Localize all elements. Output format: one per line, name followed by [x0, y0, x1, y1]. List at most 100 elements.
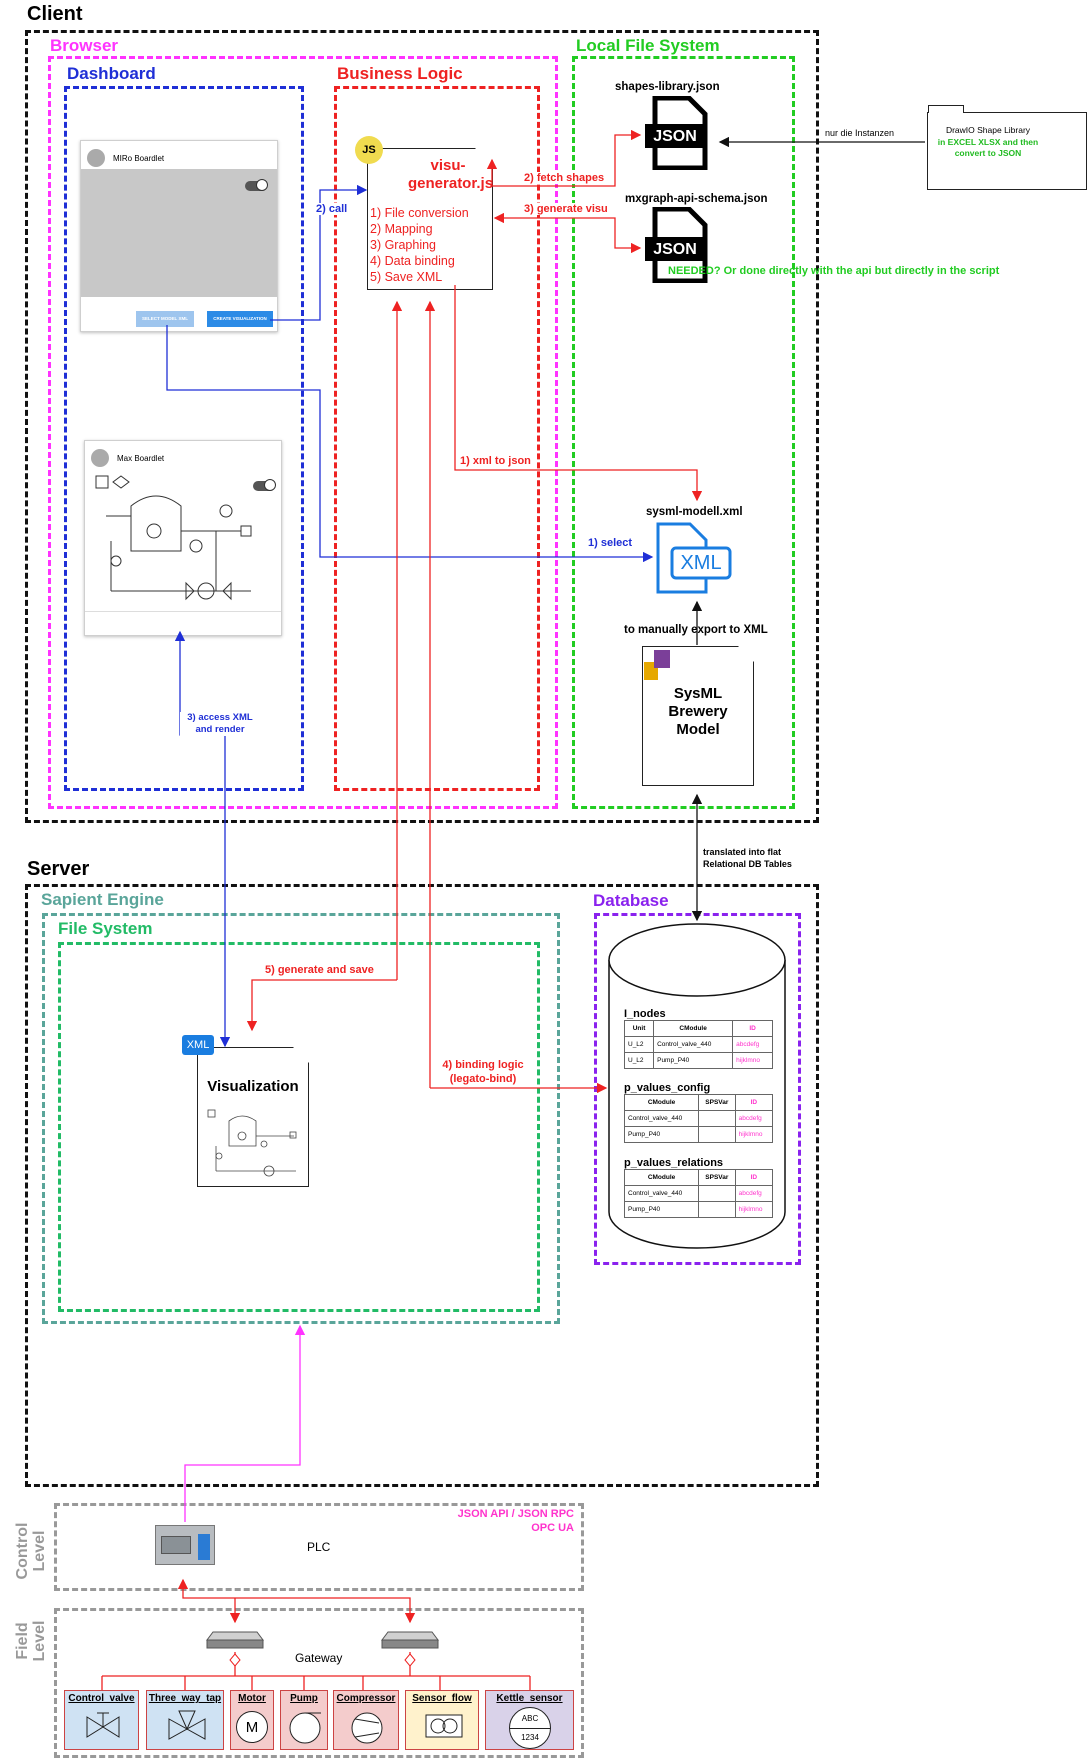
table-header: ID: [734, 1094, 774, 1111]
device-control-valve[interactable]: Control_valve: [64, 1690, 139, 1750]
divider: [510, 1728, 550, 1729]
package-tab: [928, 105, 964, 113]
translated-label: translated into flat Relational DB Table…: [703, 846, 792, 870]
device-sensor-flow[interactable]: Sensor_flow: [405, 1690, 479, 1750]
shapes-library-filename: shapes-library.json: [615, 81, 720, 93]
table-cell: [698, 1126, 736, 1143]
server-fs-title: File System: [58, 919, 153, 938]
dashboard-title: Dashboard: [67, 64, 156, 83]
select-model-xml-button[interactable]: SELECT MODEL XML: [136, 311, 194, 327]
flow-sensor-icon: [425, 1714, 463, 1738]
xml-file-icon[interactable]: XML: [656, 522, 736, 594]
device-label: Kettle_sensor: [496, 1693, 563, 1704]
client-title: Client: [27, 3, 83, 25]
device-label: Three_way_tap: [148, 1693, 222, 1704]
plc-device-icon[interactable]: [155, 1525, 215, 1565]
table-row: Pump_P40 hijklmno: [623, 1201, 774, 1218]
motor-icon: M: [236, 1711, 268, 1743]
lock-icon: [264, 479, 276, 491]
xml-glyph: XML: [680, 552, 722, 574]
device-pump[interactable]: Pump: [280, 1690, 328, 1750]
device-motor[interactable]: Motor M: [230, 1690, 274, 1750]
device-label: Pump: [290, 1693, 318, 1704]
pump-icon: [289, 1712, 321, 1744]
pid-thumbnail-icon: [207, 1109, 297, 1177]
valve-icon: [86, 1712, 120, 1738]
sapient-title: Sapient Engine: [41, 890, 164, 909]
device-kettle-sensor[interactable]: Kettle_sensor ABC 1234: [485, 1690, 574, 1750]
uml-logo-icon: [640, 648, 672, 684]
client-frame: [25, 30, 819, 823]
table-cell: Control_valve_440: [653, 1036, 734, 1053]
generate-label: 3) generate visu: [524, 203, 608, 215]
browser-title: Browser: [50, 36, 119, 55]
device-label: Motor: [238, 1693, 266, 1704]
lock-icon: [256, 179, 268, 191]
table-cell: U_L2: [623, 1052, 655, 1069]
visu-generator-name: visu- generator.js: [408, 157, 494, 192]
table-cell: [698, 1110, 736, 1127]
fetch-label: 2) fetch shapes: [524, 172, 605, 184]
step-item: 1) File conversion: [370, 206, 469, 220]
json-file-shape: [645, 206, 708, 284]
control-api-label: JSON API / JSON RPC OPC UA: [457, 1508, 574, 1534]
visualization-name: Visualization: [207, 1078, 299, 1095]
select-label: 1) select: [588, 537, 633, 549]
device-compressor[interactable]: Compressor: [333, 1690, 399, 1750]
gateway-switch-icon[interactable]: [205, 1628, 265, 1652]
drawio-library-box: DrawIO Shape Library in EXCEL XLSX and t…: [927, 105, 1087, 190]
db-table-name: p_values_relations: [624, 1157, 724, 1169]
uml-logo-m: [654, 650, 670, 668]
table-cell: Pump_P40: [623, 1126, 700, 1143]
server-fs-frame: [58, 942, 540, 1312]
boardlet-canvas: [81, 169, 277, 297]
plc-label: PLC: [307, 1540, 331, 1554]
table-cell: Pump_P40: [623, 1201, 700, 1218]
step-item: 4) Data binding: [370, 254, 455, 268]
kettle-sensor-top: ABC: [521, 1714, 539, 1723]
device-three-way-tap[interactable]: Three_way_tap: [146, 1690, 224, 1750]
toggle-switch[interactable]: [245, 179, 268, 191]
create-visualization-button[interactable]: CREATE VISUALIZATION: [207, 311, 273, 327]
gateway-label: Gateway: [295, 1651, 343, 1665]
table-cell: [698, 1201, 736, 1218]
json-file-icon[interactable]: JSON: [645, 95, 709, 171]
table-header: ID: [732, 1020, 773, 1037]
table-header: CModule: [623, 1094, 700, 1111]
drawio-title: DrawIO Shape Library: [945, 125, 1031, 135]
sysml-model-file[interactable]: SysML Brewery Model: [642, 646, 754, 786]
table-header: SPSVar: [698, 1094, 736, 1111]
database-title: Database: [593, 891, 669, 910]
plc-buttons: [198, 1534, 210, 1560]
json-glyph: JSON: [653, 241, 697, 258]
table-cell: hijklmno: [734, 1201, 774, 1218]
device-label: Compressor: [336, 1693, 396, 1704]
access-label: 3) access XML and render: [180, 712, 260, 736]
table-cell: U_L2: [623, 1036, 655, 1053]
table-cell: [698, 1185, 736, 1202]
xml-file-shape: [656, 522, 732, 594]
visualization-file[interactable]: Visualization: [197, 1047, 309, 1187]
drawio-edge-label: nur die Instanzen: [825, 128, 895, 138]
sysml-xml-filename: sysml-modell.xml: [646, 506, 743, 518]
kettle-sensor-icon: ABC 1234: [509, 1707, 551, 1749]
visu-generator-file[interactable]: visu- generator.js 1) File conversion 2)…: [367, 148, 493, 290]
json-file-shape: [645, 95, 708, 171]
table-header: SPSVar: [698, 1169, 736, 1186]
table-header: ID: [734, 1169, 774, 1186]
table-cell: Control_valve_440: [623, 1185, 700, 1202]
json-file-icon[interactable]: JSON: [645, 206, 709, 284]
xml-to-json-label: 1) xml to json: [460, 455, 531, 467]
step-item: 3) Graphing: [370, 238, 437, 252]
field-level-label-wrap: Field Level: [2, 1606, 58, 1666]
gateway-switch-icon[interactable]: [380, 1628, 440, 1652]
max-boardlet-title: Max Boardlet: [117, 454, 165, 463]
table-cell: abcdefg: [732, 1036, 773, 1053]
step-item: 5) Save XML: [370, 270, 443, 284]
